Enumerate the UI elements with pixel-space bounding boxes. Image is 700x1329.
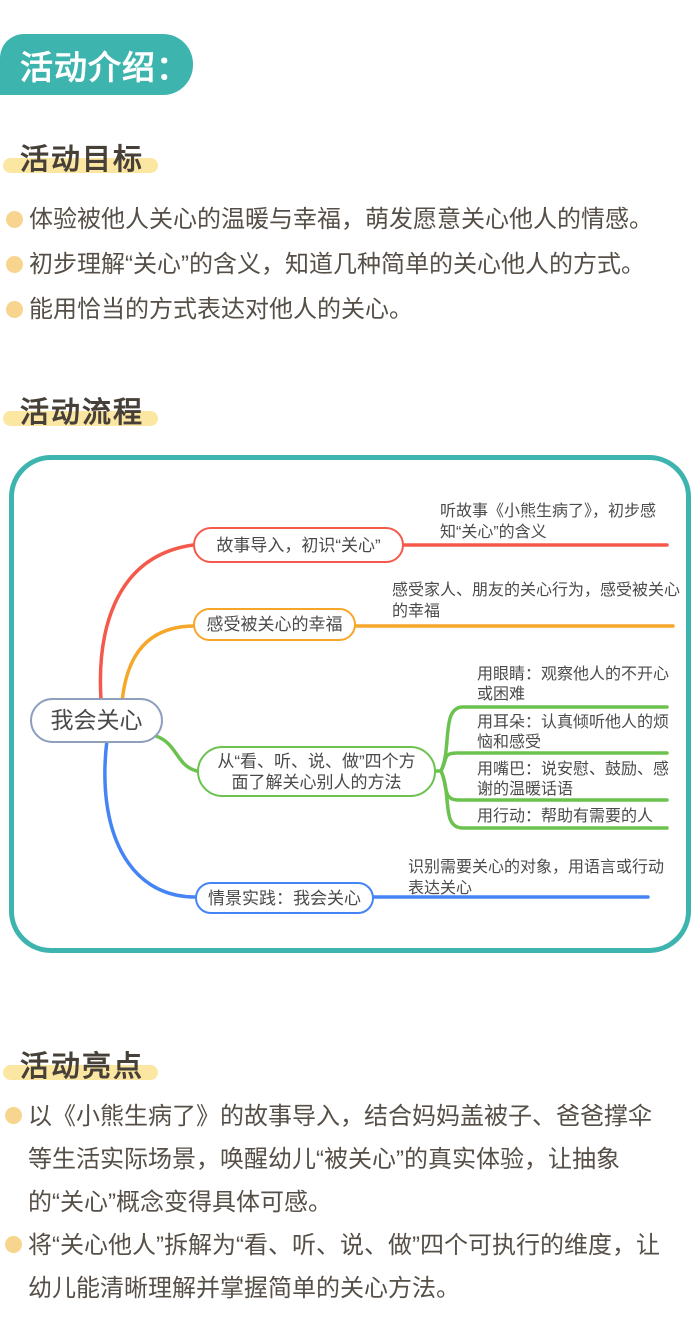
title-badge: 活动介绍： [0, 34, 193, 95]
green-child-underline-2 [439, 751, 669, 773]
list-item: 体验被他人关心的温暖与幸福，萌发愿意关心他人的情感。 [6, 197, 696, 242]
mindmap-branch-practice: 情景实践：我会关心 [195, 882, 374, 914]
mindmap-branch-methods: 从“看、听、说、做”四个方面了解关心别人的方法 [197, 746, 436, 797]
section-goals-heading: 活动目标 [0, 136, 300, 186]
connector-red [98, 543, 195, 724]
method-item-action: 用行动：帮助有需要的人 [477, 808, 654, 825]
method-item-ears: 用耳朵：认真倾听他人的烦恼和感受 [477, 714, 670, 751]
process-heading-text: 活动流程 [20, 397, 145, 429]
mindmap-root-node: 我会关心 [30, 698, 163, 743]
heading-highlight-bar [3, 1065, 158, 1080]
branch-note: 识别需要关心的对象，用语言或行动表达关心 [408, 859, 665, 897]
mindmap-branch-feel: 感受被关心的幸福 [193, 608, 356, 641]
green-child-underline-4 [439, 769, 669, 830]
list-item: 将“关心他人”拆解为“看、听、说、做”四个可执行的维度，让幼儿能清晰理解并掌握简… [5, 1224, 664, 1310]
heading-highlight-bar [3, 158, 158, 173]
highlights-heading-text: 活动亮点 [20, 1051, 145, 1083]
connector-green [154, 734, 199, 773]
page-title: 活动介绍： [20, 48, 190, 86]
list-item: 初步理解“关心”的含义，知道几种简单的关心他人的方式。 [6, 242, 696, 287]
method-item-eyes: 用眼睛：观察他人的不开心或困难 [477, 666, 670, 703]
branch-note: 听故事《小熊生病了》，初步感知“关心”的含义 [440, 503, 657, 541]
list-item: 能用恰当的方式表达对他人的关心。 [6, 287, 696, 332]
mindmap-container [9, 455, 691, 953]
connector-blue [103, 738, 197, 899]
section-process-heading: 活动流程 [0, 389, 300, 439]
branch-note: 感受家人、朋友的关心行为，感受被关心的幸福 [392, 582, 681, 620]
heading-highlight-bar [3, 411, 158, 426]
method-item-mouth: 用嘴巴：说安慰、鼓励、感谢的温暖话语 [477, 761, 670, 798]
section-highlights-heading: 活动亮点 [0, 1043, 300, 1093]
goals-heading-text: 活动目标 [20, 144, 145, 176]
goals-list: 体验被他人关心的温暖与幸福，萌发愿意关心他人的情感。 初步理解“关心”的含义，知… [6, 197, 696, 332]
mindmap-branch-story: 故事导入，初识“关心” [193, 527, 404, 563]
list-item: 以《小熊生病了》的故事导入，结合妈妈盖被子、爸爸撑伞等生活实际场景，唤醒幼儿“被… [5, 1095, 664, 1224]
highlights-list: 以《小熊生病了》的故事导入，结合妈妈盖被子、爸爸撑伞等生活实际场景，唤醒幼儿“被… [5, 1095, 664, 1310]
